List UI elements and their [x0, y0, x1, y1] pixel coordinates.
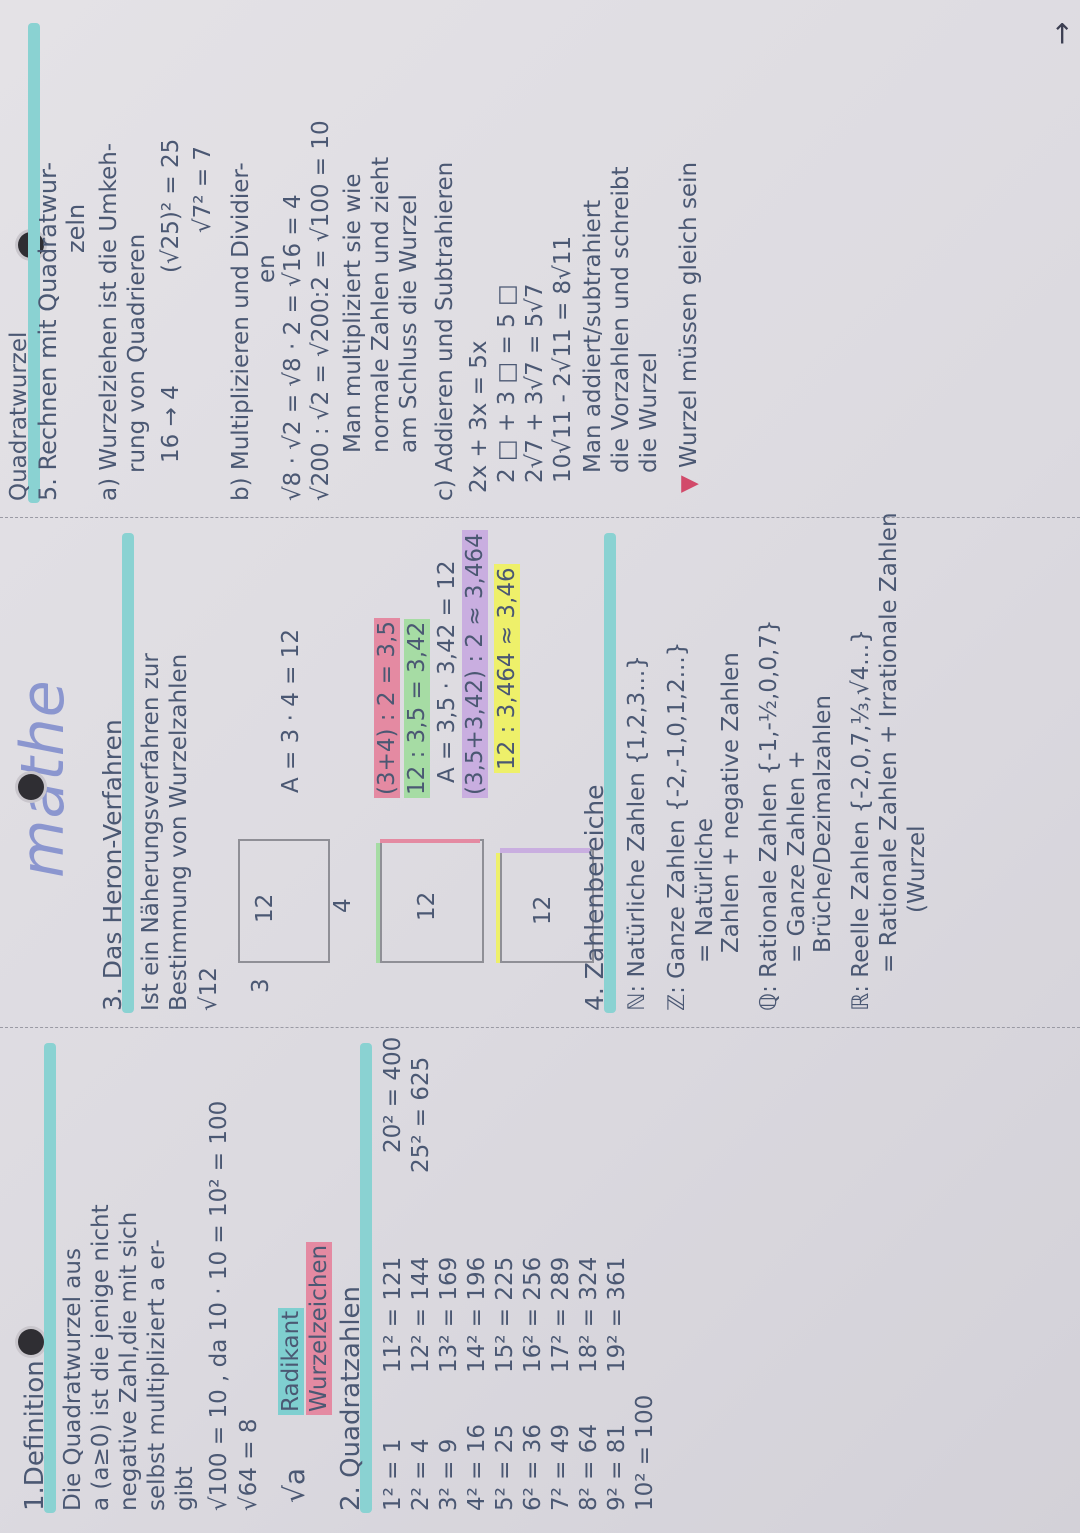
- rule-b: b) Multiplizieren und Dividier-: [228, 162, 254, 501]
- rechnen-heading-cont: zeln: [62, 203, 90, 253]
- zahlenbereich-q-desc: = Ganze Zahlen +: [784, 750, 810, 963]
- rect-edge-mark: [500, 848, 590, 853]
- rect-formula: A = 3 · 4 = 12: [278, 629, 304, 793]
- square-cell: 4² = 16: [464, 1423, 490, 1511]
- zahlenbereich-z: ℤ: Ganze Zahlen {-2,-1,0,1,2...}: [664, 641, 690, 1011]
- rechnen-heading: 5. Rechnen mit Quadratwur-: [34, 161, 62, 501]
- zahlenbereich-z-desc: = Natürliche: [692, 817, 718, 963]
- square-cell: 8² = 64: [576, 1423, 602, 1511]
- square-cell: 3² = 9: [436, 1438, 462, 1511]
- square-cell: 15² = 225: [492, 1256, 518, 1373]
- square-cell: 14² = 196: [464, 1256, 490, 1373]
- rect-edge-mark: [496, 853, 500, 963]
- rule-c-text: Man addiert/subtrahiert: [580, 199, 606, 473]
- heron-heading: 3. Das Heron-Verfahren: [98, 719, 127, 1011]
- example-sqrt-100: √100 = 10 , da 10 · 10 = 10² = 100: [206, 1100, 232, 1511]
- square-cell: 2² = 4: [408, 1438, 434, 1511]
- rule-b-example: √200 : √2 = √200:2 = √100 = 10: [308, 120, 334, 501]
- square-cell: 5² = 25: [492, 1423, 518, 1511]
- heron-intro: Ist ein Näherungsverfahren zur: [138, 653, 164, 1011]
- rule-b-example: √8 · √2 = √8 · 2 = √16 = 4: [280, 194, 306, 501]
- rect-edge-mark: [376, 843, 380, 963]
- square-cell: 13² = 169: [436, 1256, 462, 1373]
- definition-heading: 1.Definition: [20, 1360, 50, 1511]
- rule-c-example: 2 □ + 3 □ = 5 □: [494, 284, 520, 483]
- rule-c-example: 2√7 + 3√7 = 5√7: [522, 283, 548, 483]
- heron-intro: Bestimmung von Wurzelzahlen: [166, 653, 192, 1011]
- rule-a-example: √7² = 7: [190, 145, 216, 233]
- quadratzahlen-heading: 2. Quadratzahlen: [336, 1285, 366, 1511]
- rect-edge-mark: [380, 839, 480, 843]
- rect-area-label: 12: [252, 893, 278, 923]
- rule-c-example: 2x + 3x = 5x: [466, 340, 492, 493]
- heron-root: √12: [196, 967, 222, 1011]
- punch-hole: [18, 1329, 44, 1355]
- heron-step: 12 : 3,5 = 3,42: [404, 618, 431, 798]
- square-cell: 16² = 256: [520, 1256, 546, 1373]
- punch-hole: [18, 774, 44, 800]
- rule-a: a) Wurzelziehen ist die Umkeh-: [96, 142, 122, 501]
- rect-area-label: 12: [530, 895, 556, 925]
- heron-step: (3,5+3,42) : 2 ≈ 3,464: [462, 530, 489, 798]
- rule-c-text: die Vorzahlen und schreibt: [608, 166, 634, 473]
- square-cell: 6² = 36: [520, 1423, 546, 1511]
- rule-c-text: die Wurzel: [636, 351, 662, 473]
- rect-bottom-label: 4: [330, 898, 356, 913]
- definition-line: gibt: [172, 1466, 198, 1511]
- page-title: mathe: [8, 679, 78, 878]
- fold-line: [0, 517, 1080, 518]
- definition-line: selbst multipliziert a er-: [144, 1239, 170, 1511]
- zahlenbereich-r-desc: (Wurzel: [904, 825, 930, 913]
- sqrt-symbol: √a: [278, 1468, 311, 1503]
- example-sqrt-64: √64 = 8: [236, 1418, 262, 1511]
- radikant-label: Radikant: [278, 1307, 305, 1415]
- heron-step: (3+4) : 2 = 3,5: [374, 618, 401, 798]
- rect-side-label: 3: [248, 978, 274, 993]
- wurzelzeichen-label: Wurzelzeichen: [306, 1241, 333, 1415]
- rule-a-example: (√25)² = 25: [158, 138, 184, 273]
- rule-c-warning: ▼ Wurzel müssen gleich sein: [676, 161, 702, 493]
- square-cell: 20² = 400: [380, 1036, 406, 1153]
- square-cell: 18² = 324: [576, 1256, 602, 1373]
- fold-line: [0, 1027, 1080, 1028]
- square-cell: 10² = 100: [632, 1394, 658, 1511]
- square-cell: 11² = 121: [380, 1256, 406, 1373]
- definition-line: a (a≥0) ist die jenige nicht: [88, 1204, 114, 1511]
- rule-b-text: am Schluss die Wurzel: [396, 194, 422, 453]
- zahlenbereich-q: ℚ: Rationale Zahlen {-1,-½,0,0,7}: [756, 619, 782, 1011]
- rule-a-example: 16 → 4: [158, 385, 184, 463]
- zahlenbereich-q-desc: Brüche/Dezimalzahlen: [810, 694, 836, 953]
- zahlenbereich-r-desc: = Rationale Zahlen + Irrationale Zahlen: [876, 512, 902, 973]
- rule-b-text: normale Zahlen und zieht: [368, 156, 394, 453]
- heron-step: 12 : 3,464 ≈ 3,46: [494, 564, 521, 773]
- zahlenbereiche-heading: 4. Zahlenbereiche: [580, 784, 609, 1011]
- rule-b-text: Man multipliziert sie wie: [340, 173, 366, 453]
- rechnen-heading-top: Quadratwurzel: [6, 331, 32, 501]
- rule-b: en: [254, 254, 280, 283]
- definition-line: Die Quadratwurzel aus: [60, 1248, 86, 1511]
- rule-a: rung von Quadrieren: [124, 233, 150, 473]
- next-page-arrow-icon: →: [1045, 21, 1078, 45]
- square-cell: 1² = 1: [380, 1438, 406, 1511]
- zahlenbereich-n: ℕ: Natürliche Zahlen {1,2,3...}: [624, 655, 650, 1011]
- zahlenbereich-z-desc: Zahlen + negative Zahlen: [718, 652, 744, 953]
- rule-c: c) Addieren und Subtrahieren: [432, 161, 458, 501]
- heron-step: A = 3,5 · 3,42 = 12: [434, 560, 460, 783]
- rect-area-label: 12: [414, 891, 440, 921]
- square-cell: 9² = 81: [604, 1423, 630, 1511]
- zahlenbereich-r: ℝ: Reelle Zahlen {-2,0,7,⅓,√4...}: [848, 629, 874, 1011]
- rule-c-example: 10√11 - 2√11 = 8√11: [550, 235, 576, 483]
- square-cell: 19² = 361: [604, 1256, 630, 1373]
- square-cell: 12² = 144: [408, 1256, 434, 1373]
- square-cell: 7² = 49: [548, 1423, 574, 1511]
- square-cell: 17² = 289: [548, 1256, 574, 1373]
- definition-line: negative Zahl,die mit sich: [116, 1211, 142, 1511]
- warning-icon: ▼: [676, 475, 702, 493]
- square-cell: 25² = 625: [408, 1056, 434, 1173]
